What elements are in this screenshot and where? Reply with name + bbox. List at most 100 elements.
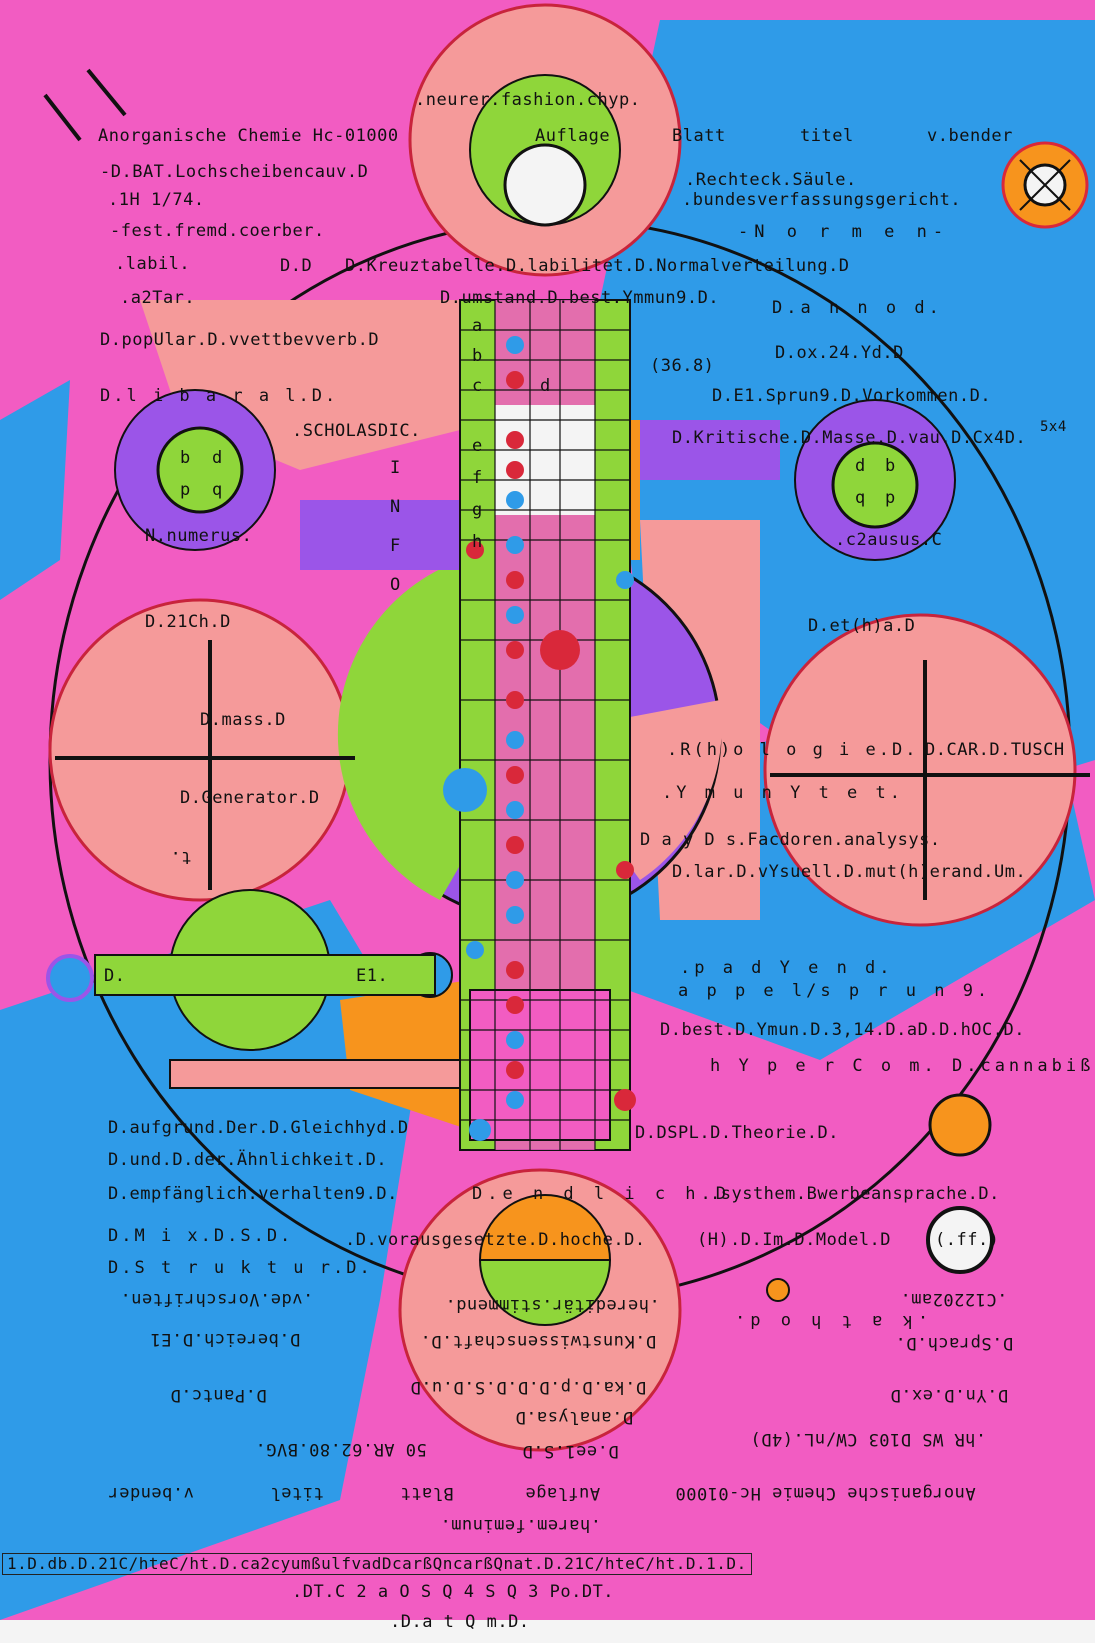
right-note-18: D.lar.D.vYsuell.D.mut(h)erand.Um. [672,862,1027,882]
inv-0: .vde.Vorschriften. [120,1289,314,1309]
header-blatt: Blatt [672,126,726,146]
bottom-orange-half [478,1194,612,1261]
right-salmon-circle [763,613,1077,927]
tr-circle-letter: b [885,456,896,476]
right-note-0: .Rechteck.Säule. [685,170,857,190]
orange-dot-small [766,1278,790,1302]
lower-mid-2: .D.vorausgesetzte.D.hoche.D. [345,1230,646,1250]
lower-mid-5: (.ff.) [935,1230,1000,1250]
left-note-11: D.Generator.D [180,788,320,808]
right-note-23: D.DSPL.D.Theorie.D. [635,1123,839,1143]
tr-circle-letter: p [885,488,896,508]
lower-left-0: D.aufgrund.Der.D.Gleichhyd.D [108,1118,409,1138]
purple-blob-right [630,420,780,480]
left-note-7: .SCHOLASDIC. [292,421,421,441]
right-note-11: 5x4 [1040,419,1067,435]
header-neurer: .neurer.fashion.chyp. [415,90,641,110]
right-note-17: D a y D s.Facdoren.analysys. [640,830,941,850]
inv-11: D.Sprach.D. [895,1333,1014,1353]
tl-circle-letter: d [212,448,223,468]
tl-green-circle [156,426,244,514]
left-note-1: .1H 1/74. [108,190,205,210]
right-note-14: .R(h)o l o g i e.D. [667,740,919,760]
table-letter: c [472,376,483,396]
right-note-16: .Y m u n Y t e t. [662,783,904,803]
slash-mark-a [43,93,82,142]
bottom-line-1: 1.D.db.D.21C/hteC/ht.D.ca2cyumßulfvadDca… [2,1553,752,1575]
vertical-info-word: I N F O [390,460,401,594]
table-letter: g [472,500,483,520]
footer-inv-title: Anorganische Chemie Hc-01000 [675,1483,976,1503]
lower-mid-4: .D.Im.D.Model.D [730,1230,892,1250]
vertical-letter: N [390,497,401,517]
table-bottom-block [469,989,611,1141]
right-note-19: .p a d Y e n d. [680,958,894,978]
lower-left-3: D.M i x.D.S.D. [108,1226,294,1246]
inv-8: D.ee1.S.D [522,1441,619,1461]
right-note-7: D.ox.24.Yd.D [775,343,904,363]
inv-1: D.bereich.D.E1 [150,1329,301,1349]
inv-4: .hereditär.stimmend. [445,1295,660,1315]
lower-mid-1: .systhem.Bwerbeansprache.D. [710,1184,1000,1204]
vertical-letter: I [390,458,401,478]
inv-3: 50 AR.62.80.BVG. [255,1439,427,1459]
bottom-border [0,1620,1095,1643]
table-letter: a [472,316,483,336]
right-note-3: D.D [280,256,313,276]
orange-cup-right [928,1093,992,1157]
right-note-22: h Y p e r C o m. D.cannabiß.D. [710,1056,1095,1076]
header-author: v.bender [927,126,1013,146]
left-lower-bar [169,1059,461,1089]
orange-wedge [340,980,470,1130]
inv-7: D.analysa.D [515,1407,634,1427]
vertical-letter: O [390,575,401,595]
left-edge-blue-dot [46,954,94,1002]
footer-inv-titel: titel [270,1483,324,1503]
right-note-6: D.a n n o d. [772,298,943,318]
left-note-2: -fest.fremd.coerber. [110,221,325,241]
inv-6: D.ka.D.p.D.D.D.S.D.u.D [410,1377,647,1397]
left-green-bar [94,954,436,996]
right-note-9: D.E1.Sprun9.D.Vorkommen.D. [712,386,992,406]
footer-inv-sub: .harem.feminum. [440,1515,602,1535]
tr-circle-letter: d [855,456,866,476]
tl-circle-letter: q [212,480,223,500]
left-note-3: .labil. [115,254,191,274]
top-white-core [503,143,587,227]
table-letter: b [472,346,483,366]
left-note-8: N.numerus. [145,526,253,546]
center-blue-spot [443,768,487,812]
footer-inv-author: v.bender [108,1483,194,1503]
left-box-label: D. [104,966,126,986]
inv-2: D.Pantc.D [170,1385,267,1405]
table-letter: f [472,468,483,488]
right-note-2: -N o r m e n- [738,222,950,242]
left-note-0: -D.BAT.Lochscheibencauv.D [100,162,369,182]
inv-5: D.Kunstwissenschaft.D. [420,1331,657,1351]
right-note-8: (36.8) [650,356,715,376]
left-note-5: D.popUlar.D.vvettbevverb.D [100,330,380,350]
inv-13: .hR WS D103 CW/nL.(4D) [750,1429,987,1449]
left-note-10: D.mass.D [200,710,286,730]
tr-circle-letter: q [855,488,866,508]
white-ring-right [926,1206,994,1274]
right-note-5: D.umstand.D.best.Ymmun9.D. [440,288,720,308]
bottom-green-half [478,1259,612,1326]
purple-blob-left [300,500,470,570]
vertical-letter: F [390,536,401,556]
tl-circle-letter: b [180,448,191,468]
right-note-20: a p p e l/s p r u n 9. [678,981,992,1001]
left-note-4: .a2Tar. [120,288,196,308]
table-dots [466,336,636,1141]
right-note-1: .bundesverfassungsgericht. [682,190,962,210]
tr-green-circle [831,441,919,529]
right-note-10: D.Kritische.D.Masse.D.vau.D.Cx4D. [672,428,1027,448]
right-note-15: D.CAR.D.TUSCH [925,740,1065,760]
bottom-line-2: .DT.C 2 a O S Q 4 S Q 3 Po.DT. [292,1582,615,1602]
target-cross-b [1019,159,1071,211]
table-letter: d [540,376,551,396]
table-letter: e [472,436,483,456]
blue-field-mid-left [0,380,70,600]
